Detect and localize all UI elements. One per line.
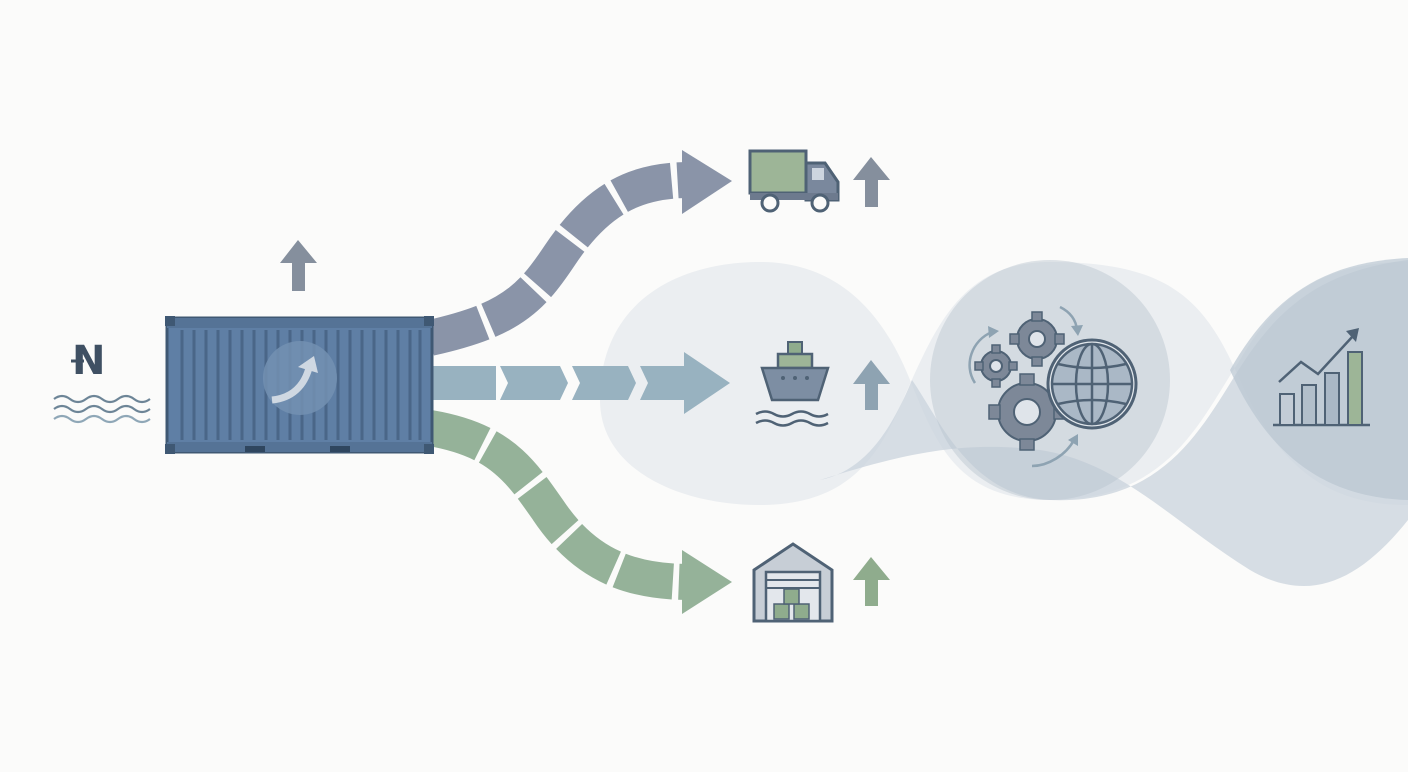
route-arrow-ship	[430, 352, 730, 414]
growth-arrow-icon	[263, 341, 337, 415]
up-arrow-icon	[853, 360, 890, 410]
gears-icon	[968, 305, 1083, 468]
up-arrow-icon	[853, 157, 890, 207]
route-arrow-truck	[426, 150, 732, 356]
cargo-ship-icon	[755, 341, 830, 427]
background-waves	[600, 258, 1408, 586]
up-arrow-icon	[853, 557, 890, 606]
compass-logo-icon	[53, 359, 151, 424]
up-arrow-icon	[280, 240, 317, 291]
delivery-truck-icon	[748, 149, 840, 213]
logo-text: N	[72, 338, 105, 384]
background-wave-light	[600, 262, 1408, 505]
background-wave-right	[1230, 258, 1408, 500]
route-arrow-warehouse	[426, 410, 732, 614]
warehouse-icon	[752, 542, 834, 623]
globe-icon	[1046, 338, 1138, 430]
growth-chart-icon	[1273, 328, 1370, 427]
